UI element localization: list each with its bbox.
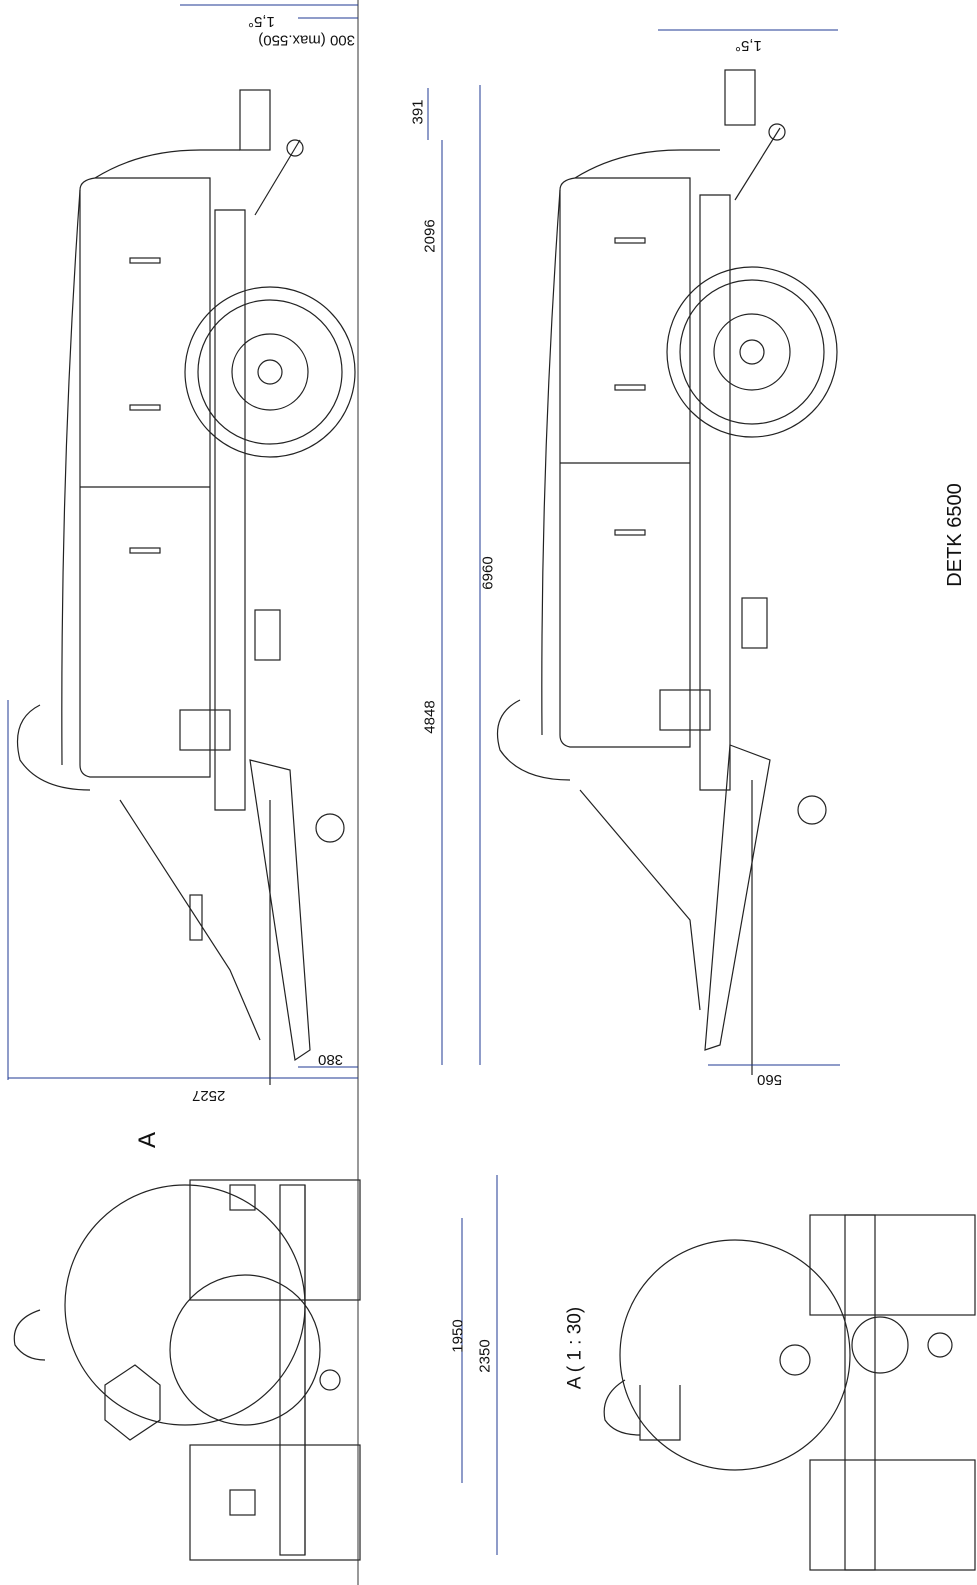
support-leg-upper (189, 894, 203, 941)
dim-axle-to-rear: 2096 (421, 219, 439, 253)
dim-overall-width: 2350 (476, 1339, 494, 1373)
tire-left-rear-upper (189, 1179, 361, 1301)
rear-arm-end-lower (768, 123, 786, 141)
tire-left-rear-lower (809, 1214, 976, 1316)
drawbar-brace-lower (579, 789, 701, 1011)
tank-curve-lower (541, 189, 561, 736)
dim-track-width: 1950 (449, 1319, 467, 1353)
hexagon-plate-rear-upper (104, 1364, 161, 1441)
tire-right-rear-lower (809, 1459, 976, 1571)
tank-rear-cap-lower (574, 149, 720, 179)
drawbar-brace-upper (119, 799, 261, 1041)
dimension-lines (7, 0, 840, 1585)
dim-angle-upper: 1,5° (248, 13, 275, 30)
drawbar-upper (249, 759, 311, 1062)
rear-view-upper (13, 1179, 361, 1561)
tank-slot-4 (614, 237, 646, 244)
jockey-wheel-rear-lower (927, 1332, 953, 1358)
axle-beam-rear-lower (844, 1214, 876, 1571)
chassis-beam-lower (699, 194, 731, 791)
view-marker: A (134, 1131, 161, 1149)
coupling-rear-lower (779, 1344, 811, 1376)
chassis-beam-upper (214, 209, 246, 811)
tank-rear-cap-upper (94, 149, 240, 179)
rear-view-lower (603, 1214, 976, 1571)
dim-lower-width: 560 (757, 1071, 783, 1088)
hub-rear-lower (851, 1316, 909, 1374)
frame-left-rear-lower (639, 1385, 681, 1441)
warning-sign-left-upper (229, 1184, 256, 1211)
dim-angle-lower: 1,5° (735, 37, 762, 54)
rear-arm-lower (734, 127, 781, 201)
tank-slot-6 (614, 529, 646, 536)
rear-valve-lower (724, 69, 756, 126)
tank-body-lower (559, 177, 691, 748)
pipe-loop-rear-upper (13, 1309, 46, 1361)
rear-arm-upper (254, 139, 301, 216)
wheel-tire-upper (197, 299, 343, 445)
warning-sign-right-upper (229, 1489, 256, 1516)
jockey-wheel-upper (315, 813, 345, 843)
tire-right-rear-upper (189, 1444, 361, 1561)
wheel-outer-lower (666, 266, 838, 438)
filling-pipe-lower (496, 699, 571, 781)
lower-side-view (496, 69, 838, 1075)
pipe-loop-rear-lower (603, 1379, 641, 1436)
dim-total-length: 6960 (479, 556, 497, 590)
jockey-wheel-lower (797, 795, 827, 825)
tank-circle-rear-lower (619, 1239, 851, 1471)
wheel-hub-upper (257, 359, 283, 385)
wheel-rim-upper (231, 333, 309, 411)
tank-slot-1 (129, 257, 161, 264)
tank-slot-5 (614, 384, 646, 391)
upper-side-view (16, 89, 356, 1085)
tank-slot-2 (129, 404, 161, 411)
wheel-outer-upper (184, 286, 356, 458)
dim-rear-offset: 300 (max.550) (258, 31, 355, 49)
drawbar-lower (704, 744, 771, 1051)
dim-front-offset: 380 (318, 1051, 344, 1068)
dim-overall-height: 2527 (192, 1087, 226, 1104)
tool-box-lower (741, 597, 768, 649)
manhole-rear-upper (169, 1274, 321, 1426)
tool-box-upper (254, 609, 281, 661)
tank-curve-upper (61, 189, 81, 766)
jockey-wheel-rear-upper (319, 1369, 341, 1391)
rear-arm-end-upper (286, 139, 304, 157)
wheel-rim-lower (713, 313, 791, 391)
wheel-hub-lower (739, 339, 765, 365)
model-title: DETK 6500 (944, 483, 966, 587)
tank-slot-3 (129, 547, 161, 554)
dim-front-to-axle: 4848 (421, 700, 439, 734)
dim-rear-overhang: 391 (409, 99, 427, 125)
rear-valve-upper (239, 89, 271, 151)
pump-unit-upper (179, 709, 231, 751)
axle-beam-rear-upper (279, 1184, 306, 1556)
section-label: A ( 1 : 30) (564, 1306, 586, 1390)
wheel-tire-lower (679, 279, 825, 425)
pump-unit-lower (659, 689, 711, 731)
tank-body-upper (79, 177, 211, 778)
filling-pipe-upper (16, 704, 91, 791)
